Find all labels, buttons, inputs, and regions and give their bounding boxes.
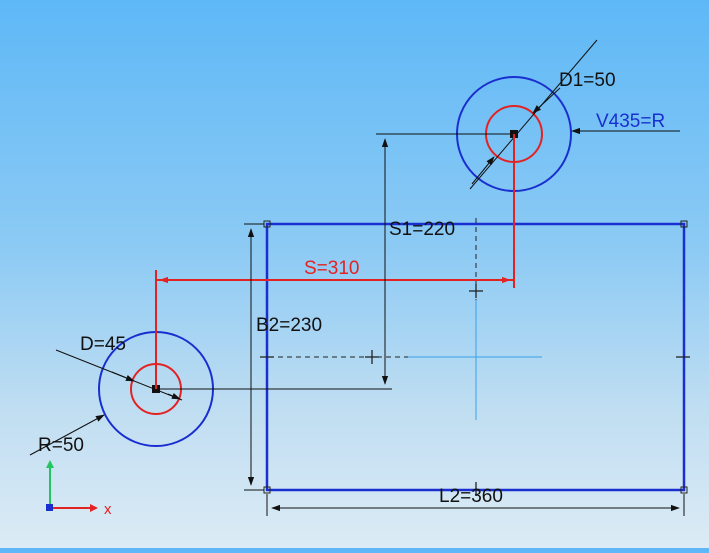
s1-label[interactable]: S1=220 [389,219,455,240]
d1-label[interactable]: D1=50 [559,70,616,91]
d1-arrow-a [532,87,561,114]
d1-arrow-b [471,156,495,185]
axes-indicator: x [46,460,112,518]
y-axis-arrowhead [46,460,54,468]
d-arrow-b [167,392,181,400]
x-axis-label: x [104,501,112,518]
center-cross-marks [260,284,690,496]
b2-label[interactable]: B2=230 [256,315,322,336]
s-label[interactable]: S=310 [304,258,359,279]
l2-label[interactable]: L2=360 [439,486,503,507]
corner-marker-tr[interactable] [680,220,688,228]
d-arrow-a [111,371,135,382]
r-label[interactable]: R=50 [38,435,84,456]
r-leader-line [29,414,105,456]
axis-origin-marker [46,504,53,511]
v435-label[interactable]: V435=R [596,111,665,132]
d1-leader-line [469,39,598,190]
corner-marker-br[interactable] [680,486,688,494]
x-axis-arrowhead [90,504,98,512]
d-label[interactable]: D=45 [80,334,126,355]
